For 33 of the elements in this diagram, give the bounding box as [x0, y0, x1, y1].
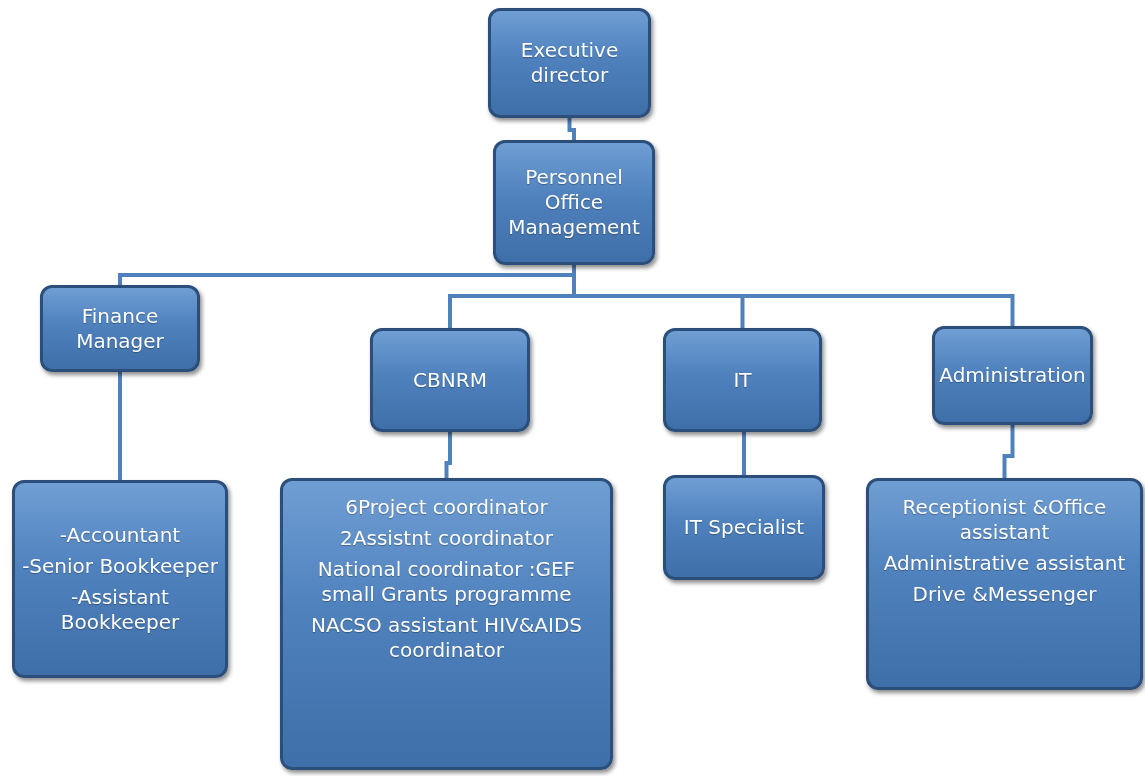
role-label: -Assistant Bookkeeper — [59, 585, 181, 635]
connector-line — [572, 265, 1015, 326]
role-label: 6Project coordinator — [345, 495, 548, 520]
role-label: Finance Manager — [75, 303, 165, 354]
role-label: NACSO assistant HIV&AIDS coordinator — [310, 613, 583, 663]
role-label: Personnel Office Management — [507, 165, 641, 240]
role-label: National coordinator :GEF small Grants programme — [316, 557, 577, 607]
org-box — [663, 475, 825, 580]
org-box — [12, 480, 228, 678]
connector-line — [1002, 425, 1015, 478]
role-label: -Accountant — [59, 523, 181, 548]
connector-line — [118, 372, 122, 480]
role-label: IT — [733, 367, 752, 393]
org-box — [663, 328, 822, 432]
org-box — [932, 326, 1093, 425]
org-box — [488, 8, 651, 118]
org-box — [493, 140, 655, 265]
role-label: Receptionist &Office assistant — [901, 495, 1108, 545]
role-label: 2Assistnt coordinator — [340, 526, 553, 551]
role-label: Administrative assistant — [883, 551, 1126, 576]
org-box — [280, 478, 613, 770]
role-label: Administration — [939, 363, 1086, 388]
connector-line — [742, 432, 746, 475]
org-box — [866, 478, 1143, 690]
connector-line — [444, 432, 452, 478]
role-label: Executive director — [519, 38, 620, 88]
org-box — [370, 328, 530, 432]
org-box — [40, 285, 200, 372]
role-label: -Senior Bookkeeper — [22, 554, 218, 579]
role-label: IT Specialist — [683, 515, 805, 540]
role-label: Drive &Messenger — [912, 582, 1097, 607]
role-label: CBNRM — [413, 367, 487, 393]
connector-line — [567, 118, 576, 140]
